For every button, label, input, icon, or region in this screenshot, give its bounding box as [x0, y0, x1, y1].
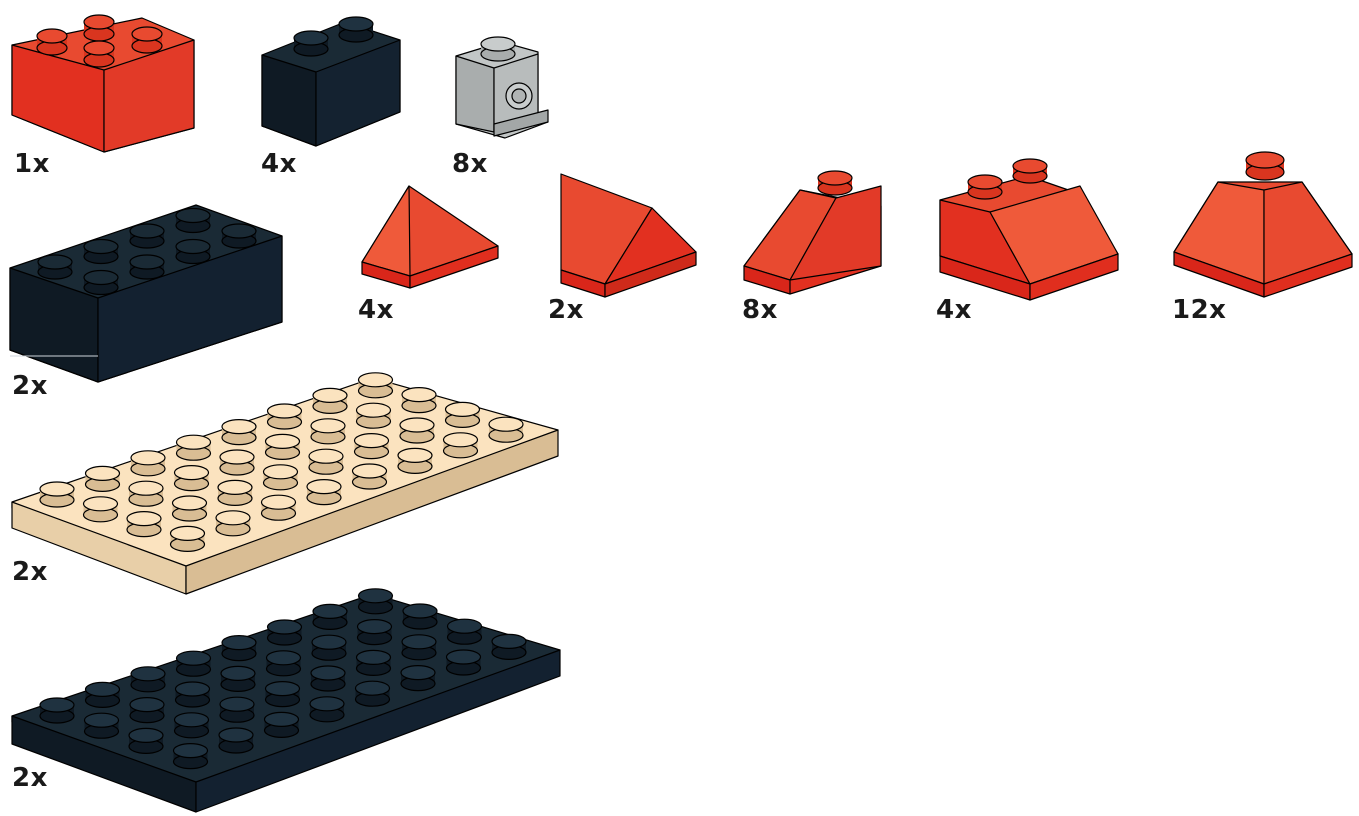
red-2x2-brick [11, 14, 195, 153]
black-4x8-plate [11, 588, 561, 813]
tan-4x8-plate [11, 372, 559, 595]
stud-top [308, 448, 344, 464]
stud-top [397, 447, 433, 463]
stud-top [221, 223, 257, 239]
qty-red-2x2-brick: 1x [14, 149, 50, 179]
stud-top [130, 666, 166, 682]
red-corner-slope [1173, 151, 1353, 298]
qty-red-pyramid-slope: 4x [358, 295, 394, 325]
stud-top [84, 681, 121, 698]
stud-top [311, 634, 347, 650]
stud-top [219, 696, 255, 712]
stud-top [220, 665, 256, 682]
stud-top [215, 510, 251, 526]
red-1x2-slope [743, 170, 882, 295]
stud-top [309, 696, 345, 712]
stud-top [310, 418, 346, 434]
stud-top [173, 712, 210, 728]
stud-top [39, 697, 75, 713]
stud-top [173, 465, 210, 481]
stud-top [446, 618, 483, 634]
stud-top [129, 696, 165, 713]
qty-black-1x2-brick: 4x [261, 149, 297, 179]
stud-top [262, 464, 299, 480]
stud-top [310, 665, 346, 681]
stud-top [83, 238, 119, 255]
stud-top [401, 634, 437, 650]
qty-black-2x4-brick: 2x [12, 371, 48, 401]
stud-top [175, 207, 211, 224]
stud-top [171, 495, 208, 511]
stud-top [218, 727, 254, 743]
stud-top [264, 680, 301, 697]
qty-red-corner-slope: 12x [1172, 295, 1226, 325]
stud-top [174, 681, 211, 697]
stud-top [400, 664, 436, 681]
stud-top [169, 525, 206, 542]
stud-top [82, 496, 119, 512]
stud-top [175, 434, 212, 450]
black-2x4-brick [9, 204, 283, 383]
stud-top [219, 449, 255, 465]
stud-top [353, 433, 390, 449]
stud-top [444, 401, 481, 417]
black-1x2-brick [261, 16, 401, 147]
stud-top [130, 450, 166, 466]
stud-top [491, 633, 527, 650]
stud-top [260, 494, 297, 510]
stud-top [312, 603, 348, 620]
grey-headlight-brick [455, 36, 549, 139]
stud-top [37, 254, 73, 270]
stud-top [354, 680, 391, 696]
stud-top [351, 463, 388, 479]
stud-top [39, 481, 75, 497]
red-pyramid-slope [361, 185, 499, 289]
stud-top [402, 603, 438, 619]
stud-top [83, 269, 119, 286]
stud-top [399, 417, 435, 433]
stud-top [172, 742, 209, 759]
stud-top [356, 618, 393, 635]
stud-top [221, 634, 257, 651]
stud-top [84, 465, 121, 481]
stud-top [83, 712, 120, 728]
stud-top [263, 711, 300, 728]
stud-top [357, 372, 394, 388]
stud-top [217, 479, 253, 495]
stud-top [401, 387, 437, 403]
stud-top [265, 650, 302, 666]
qty-tan-4x8-plate: 2x [12, 557, 48, 587]
red-double-slope [560, 173, 697, 298]
stud-top [128, 727, 164, 744]
stud-top [266, 403, 303, 419]
stud-top [445, 649, 482, 665]
stud-top [129, 254, 165, 270]
stud-top [175, 238, 211, 255]
red-2x2-slope [939, 158, 1119, 301]
stud-top [306, 479, 342, 495]
stud-top [488, 416, 524, 432]
stud-top [442, 432, 479, 448]
stud-top [357, 588, 394, 604]
qty-red-1x2-slope: 8x [742, 295, 778, 325]
stud-top [264, 433, 301, 449]
stud-top [128, 480, 164, 496]
qty-grey-headlight-brick: 8x [452, 149, 488, 179]
stud-top [175, 650, 212, 666]
stud-top [312, 387, 348, 403]
qty-black-4x8-plate: 2x [12, 763, 48, 793]
stud-top [129, 223, 165, 239]
qty-red-double-slope: 2x [548, 295, 584, 325]
stud-top [266, 619, 303, 635]
stud-top [221, 419, 257, 435]
stud-top [126, 510, 162, 527]
stud-top [355, 649, 392, 666]
qty-red-2x2-slope: 4x [936, 295, 972, 325]
stud-top [355, 402, 392, 418]
